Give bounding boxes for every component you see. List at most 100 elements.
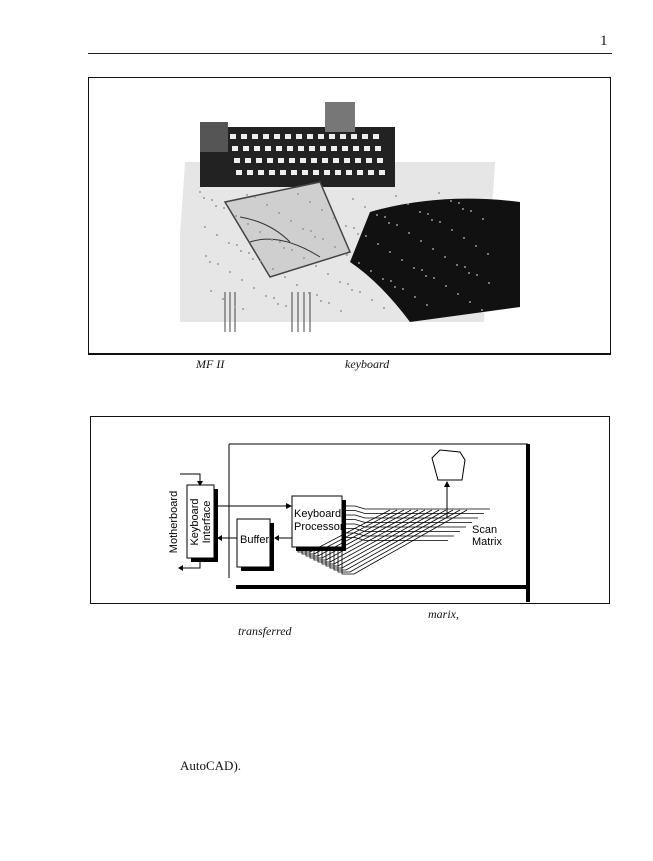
texture-dot <box>321 209 323 211</box>
caption1-fragment: MF II <box>196 357 225 371</box>
header-rule <box>88 53 612 54</box>
texture-dot <box>199 191 201 193</box>
texture-dot <box>222 298 224 300</box>
texture-dot <box>241 279 243 281</box>
key-hole <box>375 146 381 151</box>
texture-dot <box>482 218 484 220</box>
texture-dot <box>339 281 341 283</box>
figure-photo-frame <box>88 77 611 355</box>
texture-dot <box>322 238 324 240</box>
matrix-line <box>333 509 454 571</box>
key-hole <box>230 134 236 139</box>
key-hole <box>269 170 275 175</box>
scan-matrix-label-2: Matrix <box>472 536 502 548</box>
key-hole <box>355 158 361 163</box>
texture-dot <box>340 310 342 312</box>
texture-dot <box>285 305 287 307</box>
texture-dot <box>246 194 248 196</box>
key-hole <box>353 146 359 151</box>
key-hole <box>278 158 284 163</box>
buffer-label: Buffer <box>240 534 269 546</box>
key-hole <box>379 170 385 175</box>
matrix-line <box>301 509 398 555</box>
texture-dot <box>396 224 398 226</box>
texture-dot <box>376 214 378 216</box>
motherboard-label: Motherboard <box>168 491 180 553</box>
matrix-line <box>329 509 447 569</box>
texture-dot <box>426 304 428 306</box>
key-hole <box>236 170 242 175</box>
key-hole <box>232 146 238 151</box>
texture-dot <box>297 193 299 195</box>
key-hole <box>274 134 280 139</box>
texture-dot <box>352 198 354 200</box>
keyboard-processor-label-2: Processor <box>294 521 344 533</box>
texture-dot <box>309 201 311 203</box>
matrix-line <box>309 509 412 559</box>
texture-dot <box>216 234 218 236</box>
texture-dot <box>488 282 490 284</box>
key-hole <box>252 134 258 139</box>
texture-dot <box>217 263 219 265</box>
texture-dot <box>462 208 464 210</box>
texture-dot <box>253 287 255 289</box>
texture-dot <box>346 254 348 256</box>
texture-dot <box>351 289 353 291</box>
texture-dot <box>432 248 434 250</box>
texture-dot <box>389 251 391 253</box>
texture-dot <box>247 223 249 225</box>
key-hole <box>342 146 348 151</box>
key-hole <box>296 134 302 139</box>
key-hole <box>366 158 372 163</box>
texture-dot <box>315 265 317 267</box>
key-hole <box>362 134 368 139</box>
keyboard-photo <box>180 102 520 332</box>
texture-dot <box>450 200 452 202</box>
key-hole <box>302 170 308 175</box>
figure-diagram-frame <box>90 416 610 604</box>
texture-dot <box>271 239 273 241</box>
texture-dot <box>427 213 429 215</box>
key-hole <box>245 158 251 163</box>
texture-dot <box>481 309 483 311</box>
texture-dot <box>475 245 477 247</box>
texture-dot <box>242 308 244 310</box>
texture-dot <box>235 215 237 217</box>
key-hole <box>357 170 363 175</box>
key-hole <box>285 134 291 139</box>
texture-dot <box>357 233 359 235</box>
texture-dot <box>445 285 447 287</box>
key-hole <box>373 134 379 139</box>
key-hole <box>364 146 370 151</box>
page-number: 1 <box>600 33 608 49</box>
texture-dot <box>431 219 433 221</box>
texture-dot <box>457 293 459 295</box>
texture-dot <box>359 291 361 293</box>
texture-dot <box>439 221 441 223</box>
texture-dot <box>463 237 465 239</box>
texture-dot <box>302 228 304 230</box>
texture-dot <box>229 271 231 273</box>
texture-dot <box>365 235 367 237</box>
texture-dot <box>328 302 330 304</box>
key-hole <box>247 170 253 175</box>
matrix-line <box>313 509 419 561</box>
texture-dot <box>394 286 396 288</box>
key-hole <box>377 158 383 163</box>
texture-dot <box>259 231 261 233</box>
texture-dot <box>234 306 236 308</box>
texture-dot <box>468 272 470 274</box>
texture-dot <box>395 195 397 197</box>
key-hole <box>280 170 286 175</box>
texture-dot <box>353 227 355 229</box>
texture-dot <box>272 268 274 270</box>
key-hole <box>267 158 273 163</box>
texture-dot <box>210 290 212 292</box>
key-hole <box>265 146 271 151</box>
key-hole <box>254 146 260 151</box>
texture-dot <box>205 255 207 257</box>
key-hole <box>351 134 357 139</box>
texture-dot <box>228 242 230 244</box>
texture-dot <box>377 243 379 245</box>
texture-dot <box>420 240 422 242</box>
